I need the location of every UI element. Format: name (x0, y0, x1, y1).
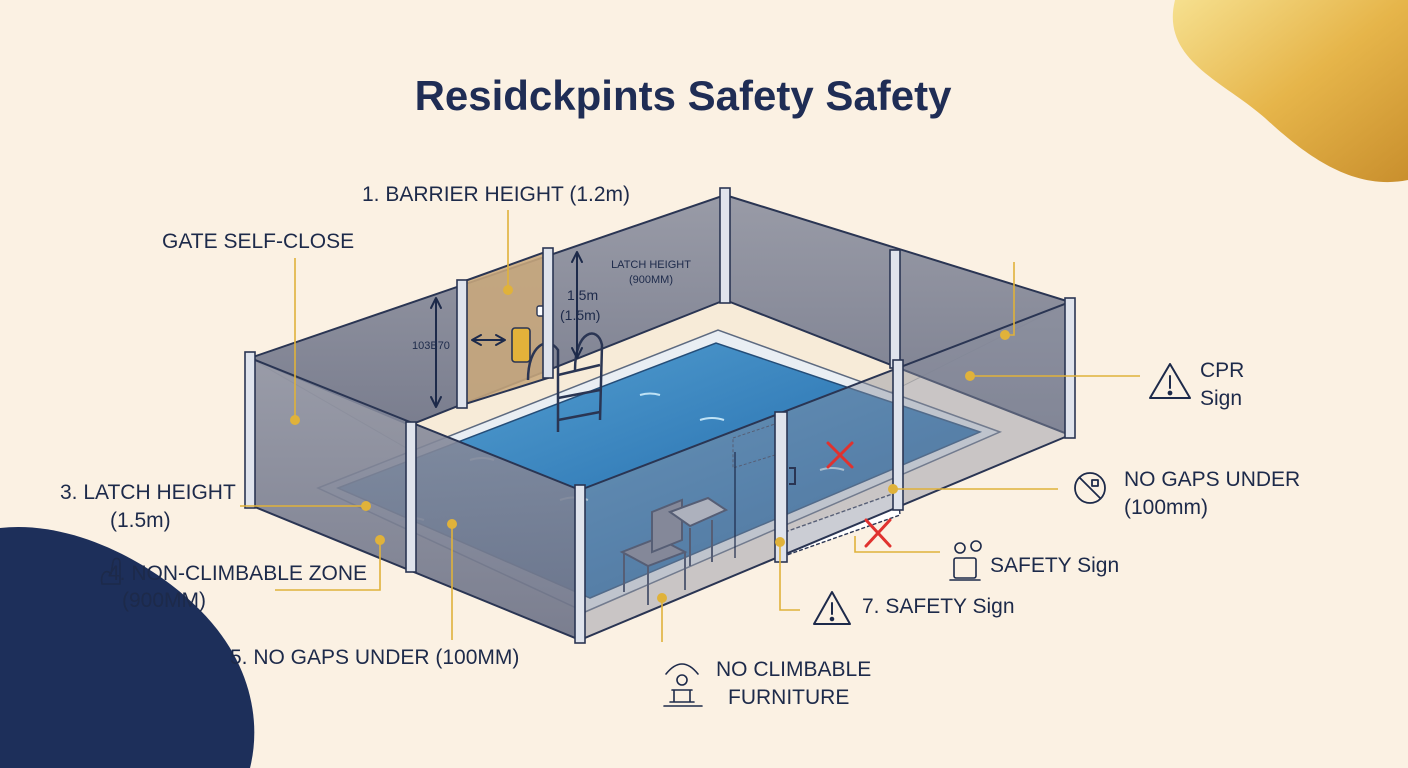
fence-post (244, 351, 256, 509)
fence-post (889, 249, 901, 369)
front-gate-post (774, 411, 788, 563)
label-latch-height-value: (1.5m) (110, 509, 171, 532)
label-latch-height: 3. LATCH HEIGHT (60, 481, 236, 504)
gold-blob-decoration (1172, 0, 1408, 183)
safety-person-icon (949, 540, 982, 581)
anchor-dot (657, 593, 667, 603)
anchor-dot (361, 501, 371, 511)
anchor-dot (290, 415, 300, 425)
anchor-dot (775, 537, 785, 547)
hand-icon (100, 557, 121, 585)
cross-mark-icon (826, 441, 854, 469)
label-inner-latch-height-value: (900MM) (629, 274, 673, 286)
leader-safety-sign-7 (779, 542, 800, 611)
label-no-gaps-left: 5. NO GAPS UNDER (100MM) (230, 646, 519, 669)
label-barrier-height: 1. BARRIER HEIGHT (1.2m) (362, 183, 630, 206)
label-no-gaps-right: NO GAPS UNDER (1124, 468, 1300, 491)
label-safety-sign-7: 7. SAFETY Sign (862, 595, 1015, 618)
anchor-dot (965, 371, 975, 381)
label-non-climbable-value: (900MM) (122, 589, 206, 612)
gate-latch-device (511, 327, 531, 363)
anchor-dot (888, 484, 898, 494)
fence-post (892, 359, 904, 511)
gate-handle (789, 467, 796, 485)
anchor-dot (503, 285, 513, 295)
label-measure-2: (1.5m) (560, 307, 600, 323)
no-climb-icon (1074, 472, 1106, 504)
warning-triangle-icon (813, 591, 851, 625)
fence-post (405, 421, 417, 573)
latch-distance-arrow (471, 334, 506, 346)
label-cpr-sign: Sign (1200, 387, 1242, 410)
furniture-climb-icon (663, 663, 703, 707)
fence-post (542, 247, 554, 379)
leader-safety-sign (854, 536, 940, 553)
cross-mark-icon (864, 518, 892, 548)
label-measure-side: 103B70 (412, 340, 450, 352)
gate-panel (461, 249, 549, 407)
label-safety-sign: SAFETY Sign (990, 554, 1119, 577)
height-arrow-right (571, 251, 583, 359)
label-no-gaps-right-value: (100mm) (1124, 496, 1208, 519)
label-inner-latch-height: LATCH HEIGHT (611, 259, 691, 271)
label-cpr: CPR (1200, 359, 1244, 382)
label-gate-self-close: GATE SELF-CLOSE (162, 230, 354, 253)
fence-post (574, 484, 586, 644)
page-title: Residckpints Safety Safety (415, 72, 953, 119)
label-no-climbable-furniture: FURNITURE (728, 686, 849, 709)
navy-blob-decoration (0, 526, 255, 768)
label-non-climbable: 4. NON-CLIMBABLE ZONE (108, 562, 367, 585)
fence-post (1064, 297, 1076, 439)
warning-triangle-icon (1149, 363, 1191, 399)
anchor-dot (1000, 330, 1010, 340)
fence-post (456, 279, 468, 409)
pool-chair (619, 496, 729, 605)
label-measure-1: 1.5m (567, 287, 598, 303)
label-no-climbable: NO CLIMBABLE (716, 658, 871, 681)
leader-non-climbable (275, 540, 381, 591)
fence-post (719, 187, 731, 304)
anchor-dot (375, 535, 385, 545)
anchor-dot (447, 519, 457, 529)
height-arrow-left (430, 297, 442, 408)
